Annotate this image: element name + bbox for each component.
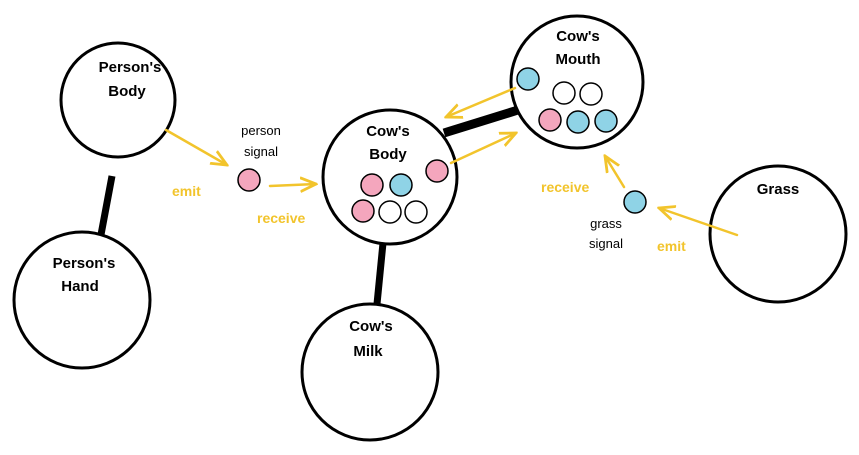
node-persons-hand-label-2: Hand — [61, 278, 99, 295]
node-persons-body-label-2: Body — [108, 83, 146, 100]
node-grass-label: Grass — [757, 181, 800, 198]
node-cows-mouth-label-1: Cow's — [556, 28, 600, 45]
node-persons-body-label-1: Person's — [99, 59, 162, 76]
label-person-signal-1: person — [241, 123, 281, 138]
node-cows-body-label-2: Body — [369, 146, 407, 163]
link-body-hand — [96, 175, 116, 241]
arrow-emit-person — [164, 128, 227, 165]
node-persons-hand: Person's Hand — [12, 230, 152, 370]
cows-body-slots — [351, 173, 428, 224]
node-persons-body: Person's Body — [59, 41, 177, 159]
node-persons-hand-label-1: Person's — [53, 255, 116, 272]
person-signal-dot — [237, 168, 261, 192]
node-persons-body-circle — [59, 41, 177, 159]
arrow-receive-cow-body — [268, 184, 316, 186]
cows-body-slot-1-1 — [360, 173, 384, 197]
arrow-receive-mouth — [605, 156, 626, 189]
link-cowbody-mouth — [442, 105, 520, 138]
node-cows-mouth-label-2: Mouth — [556, 51, 601, 68]
cows-body-slot-2-3 — [404, 200, 428, 224]
cow-body-outgoing-signal-dot — [425, 159, 449, 183]
label-grass-signal-1: grass — [590, 216, 622, 231]
arrow-cowbody-to-mouth — [449, 133, 516, 165]
node-persons-hand-circle — [12, 230, 152, 370]
node-grass: Grass — [708, 164, 848, 304]
node-cows-body-label-1: Cow's — [366, 123, 410, 140]
link-cowbody-milk — [373, 242, 387, 305]
grass-signal-dot — [623, 190, 647, 214]
cows-mouth-slot-2-1 — [538, 108, 562, 132]
node-grass-circle — [708, 164, 848, 304]
cows-mouth-slot-2-3 — [594, 109, 618, 133]
cows-mouth-slot-2-2 — [566, 110, 590, 134]
cows-body-slot-2-1 — [351, 199, 375, 223]
label-receive-mouth: receive — [541, 179, 589, 195]
cows-body-slot-2-2 — [378, 200, 402, 224]
arrow-emit-grass — [659, 208, 739, 237]
label-emit-grass: emit — [657, 238, 686, 254]
node-cows-milk-circle — [300, 302, 440, 442]
node-cows-milk-label-2: Milk — [353, 343, 383, 360]
label-emit-person: emit — [172, 183, 201, 199]
label-receive-cow: receive — [257, 210, 305, 226]
cows-mouth-slot-1-1 — [552, 81, 576, 105]
cows-mouth-slot-1-2 — [579, 82, 603, 106]
cows-body-slot-1-2 — [389, 173, 413, 197]
node-cows-milk: Cow's Milk — [300, 302, 440, 442]
label-person-signal-2: signal — [244, 144, 278, 159]
mouth-outgoing-signal-dot — [516, 67, 540, 91]
cows-mouth-slots — [538, 81, 618, 134]
label-grass-signal-2: signal — [589, 236, 623, 251]
node-cows-milk-label-1: Cow's — [349, 318, 393, 335]
arrow-mouth-to-cowbody — [446, 86, 517, 117]
